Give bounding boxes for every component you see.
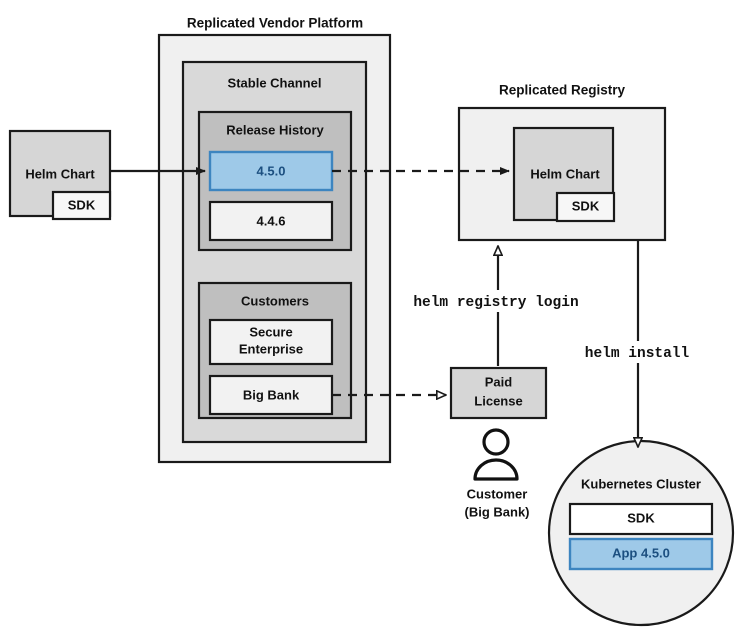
customer-item-secure-enterprise-label-line1: Secure [249, 324, 292, 339]
stable-channel-title: Stable Channel [228, 75, 322, 90]
registry-title: Replicated Registry [499, 83, 626, 98]
cluster-component-app-label: App 4.5.0 [612, 545, 670, 560]
registry-sdk-box [555, 191, 616, 223]
paid-license-label-line2: License [474, 393, 522, 408]
release-item-4-4-6-box[interactable] [208, 200, 334, 242]
command-registry-login-label: helm registry login [413, 295, 578, 311]
paid-license-box[interactable] [449, 366, 548, 420]
customer-actor-label-line1: Customer [467, 486, 528, 501]
release-item-4-5-0-label: 4.5.0 [257, 163, 286, 178]
customer-item-big-bank-label: Big Bank [243, 387, 300, 402]
customers-title: Customers [241, 293, 309, 308]
paid-license-label-line1: Paid [485, 374, 513, 389]
release-item-4-4-6-label: 4.4.6 [257, 213, 286, 228]
source-helm-chart: Helm Chart SDK [8, 129, 112, 221]
command-install-backdrop [572, 341, 702, 363]
release-item-4-5-0-box[interactable] [208, 150, 334, 192]
command-registry-login-backdrop [396, 290, 596, 312]
person-icon [473, 428, 519, 481]
release-history-title: Release History [226, 122, 324, 137]
kubernetes-cluster-title: Kubernetes Cluster [581, 476, 701, 491]
registry-sdk-label: SDK [572, 198, 600, 213]
cluster-component-sdk-box[interactable] [568, 502, 714, 536]
command-install-label: helm install [585, 346, 690, 362]
customer-item-secure-enterprise-label-line2: Enterprise [239, 341, 303, 356]
cluster-component-app-box[interactable] [568, 537, 714, 571]
customer-item-big-bank-box[interactable] [208, 374, 334, 416]
customer-actor: Customer (Big Bank) [465, 428, 530, 519]
cluster-component-sdk-label: SDK [627, 510, 655, 525]
kubernetes-cluster-container: Kubernetes Cluster SDK App 4.5.0 [547, 439, 735, 627]
vendor-platform-container: Stable Channel Release History 4.5.0 4.4… [157, 33, 392, 464]
source-helm-chart-label: Helm Chart [25, 166, 95, 181]
source-sdk-label: SDK [68, 197, 96, 212]
source-sdk-box [51, 190, 112, 221]
paid-license-container: Paid License [449, 366, 548, 420]
replicated-registry-container: Helm Chart SDK [457, 106, 667, 242]
customer-actor-label-line2: (Big Bank) [465, 504, 530, 519]
registry-helm-chart-label: Helm Chart [530, 166, 600, 181]
customer-item-secure-enterprise-box[interactable] [208, 318, 334, 366]
platform-title: Replicated Vendor Platform [187, 16, 363, 31]
